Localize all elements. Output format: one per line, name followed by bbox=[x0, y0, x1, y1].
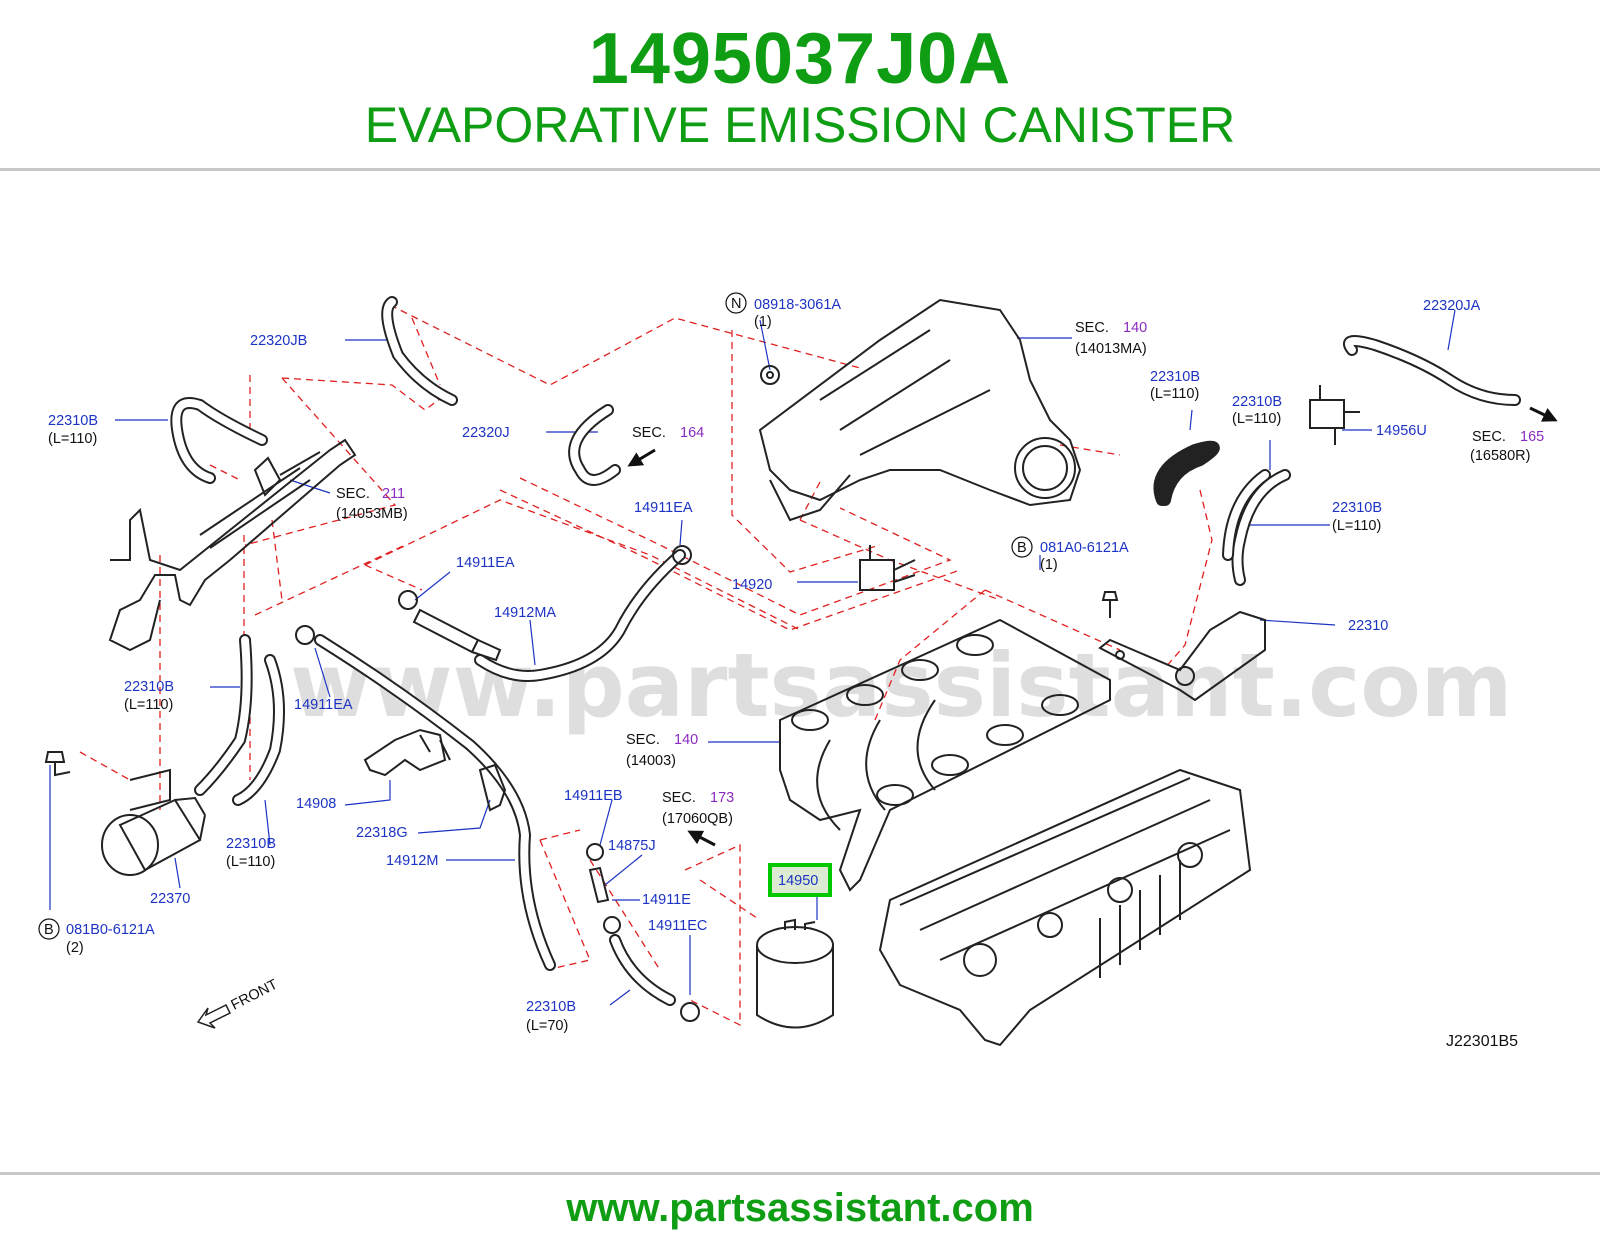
label-sec140a: SEC. bbox=[1075, 320, 1109, 336]
footer-url-link[interactable]: www.partsassistant.com bbox=[566, 1186, 1034, 1230]
label-sec165: SEC. bbox=[1472, 429, 1506, 445]
label-n-prefix: N bbox=[731, 296, 741, 312]
label-22310B-g: 22310B bbox=[526, 999, 576, 1015]
label-22310B-f-len: (L=110) bbox=[226, 854, 275, 870]
filter-22370 bbox=[101, 768, 206, 876]
label-sec140b: SEC. bbox=[626, 732, 660, 748]
label-22310B-b-len: (L=110) bbox=[1150, 386, 1199, 402]
label-sec211-num: 211 bbox=[382, 486, 405, 502]
label-sec140a-num: 140 bbox=[1123, 320, 1147, 336]
label-14911EA-a: 14911EA bbox=[634, 500, 693, 516]
part-number-title: 1495037J0A bbox=[588, 19, 1012, 99]
parts-diagram: www.partsassistant.com bbox=[38, 292, 1558, 1050]
label-sec211: SEC. bbox=[336, 486, 370, 502]
label-22320JA: 22320JA bbox=[1423, 298, 1481, 314]
dashed-guide-lines bbox=[79, 304, 1213, 1027]
nut-08918 bbox=[760, 365, 780, 385]
label-22320JB: 22320JB bbox=[250, 333, 307, 349]
front-label: FRONT bbox=[229, 977, 281, 1014]
label-22310B-b: 22310B bbox=[1150, 369, 1200, 385]
part-name-title: EVAPORATIVE EMISSION CANISTER bbox=[364, 97, 1236, 153]
label-14920: 14920 bbox=[732, 577, 772, 593]
label-sec140a-sub: (14013MA) bbox=[1075, 341, 1147, 357]
label-08918-qty: (1) bbox=[754, 314, 772, 330]
label-14950: 14950 bbox=[778, 873, 818, 889]
label-22310B-g-len: (L=70) bbox=[526, 1018, 568, 1034]
label-22310B-e: 22310B bbox=[124, 679, 174, 695]
label-22318G: 22318G bbox=[356, 825, 408, 841]
label-sec173-sub: (17060QB) bbox=[662, 811, 733, 827]
label-14912M: 14912M bbox=[386, 853, 438, 869]
leader-lines bbox=[49, 309, 1456, 1006]
label-14956U: 14956U bbox=[1376, 423, 1427, 439]
bottom-divider bbox=[0, 1172, 1600, 1175]
n-circle-icon bbox=[725, 292, 747, 314]
b-circle-icon-b bbox=[38, 918, 60, 940]
part-labels: 22320JB 22310B (L=110) 22320J SEC. 164 S… bbox=[38, 292, 1544, 1050]
label-14911EA-b: 14911EA bbox=[456, 555, 515, 571]
pipe-14912MA bbox=[412, 608, 502, 662]
bracket-14908 bbox=[363, 728, 451, 777]
label-22310B-a-len: (L=110) bbox=[48, 431, 97, 447]
label-14875J: 14875J bbox=[608, 838, 656, 854]
label-sec140b-sub: (14003) bbox=[626, 753, 676, 769]
label-b-prefix-b: B bbox=[44, 922, 54, 938]
label-sec164-num: 164 bbox=[680, 425, 704, 441]
label-sec173: SEC. bbox=[662, 790, 696, 806]
label-081B0: 081B0-6121A bbox=[66, 922, 155, 938]
vent-pipe-assembly bbox=[108, 438, 357, 652]
label-081A0: 081A0-6121A bbox=[1040, 540, 1129, 556]
valve-14920 bbox=[859, 545, 916, 591]
label-14911EB: 14911EB bbox=[564, 788, 623, 804]
label-081A0-qty: (1) bbox=[1040, 557, 1058, 573]
bolt-081B0 bbox=[44, 751, 71, 777]
label-sec211-sub: (14053MB) bbox=[336, 506, 408, 522]
label-22310B-c-len: (L=110) bbox=[1232, 411, 1281, 427]
label-sec165-sub: (16580R) bbox=[1470, 448, 1530, 464]
label-sec165-num: 165 bbox=[1520, 429, 1544, 445]
label-sec140b-num: 140 bbox=[674, 732, 698, 748]
section-arrows bbox=[627, 406, 1558, 847]
label-14911E: 14911E bbox=[642, 892, 691, 908]
label-14908: 14908 bbox=[296, 796, 336, 812]
label-08918: 08918-3061A bbox=[754, 297, 841, 313]
label-22310B-d-len: (L=110) bbox=[1332, 518, 1381, 534]
valve-14956U bbox=[1309, 385, 1360, 445]
label-22310B-c: 22310B bbox=[1232, 394, 1282, 410]
bracket-22310 bbox=[1098, 610, 1266, 702]
diagram-code: J22301B5 bbox=[1446, 1033, 1518, 1050]
hoses bbox=[170, 296, 1521, 1006]
label-22310: 22310 bbox=[1348, 618, 1388, 634]
label-14911EC: 14911EC bbox=[648, 918, 707, 934]
label-sec164: SEC. bbox=[632, 425, 666, 441]
front-indicator: FRONT bbox=[196, 977, 281, 1029]
label-14912MA: 14912MA bbox=[494, 605, 556, 621]
label-sec173-num: 173 bbox=[710, 790, 734, 806]
b-circle-icon-a bbox=[1011, 536, 1033, 558]
hose-clamps bbox=[295, 545, 700, 1022]
bolt-081A0 bbox=[1101, 591, 1119, 618]
label-22310B-d: 22310B bbox=[1332, 500, 1382, 516]
label-22310B-a: 22310B bbox=[48, 413, 98, 429]
label-22310B-e-len: (L=110) bbox=[124, 697, 173, 713]
label-22320J: 22320J bbox=[462, 425, 510, 441]
intake-manifold-upper bbox=[758, 298, 1082, 522]
label-b-prefix-a: B bbox=[1017, 540, 1027, 556]
highlight-box-14950[interactable] bbox=[768, 863, 832, 897]
label-14911EA-c: 14911EA bbox=[294, 697, 353, 713]
check-valve-14875J bbox=[588, 866, 610, 904]
label-22310B-f: 22310B bbox=[226, 836, 276, 852]
top-divider bbox=[0, 168, 1600, 171]
canister-14950 bbox=[756, 918, 834, 1029]
label-22370: 22370 bbox=[150, 891, 190, 907]
cylinder-head bbox=[878, 768, 1252, 1047]
watermark: www.partsassistant.com bbox=[290, 634, 1513, 737]
intake-manifold-lower bbox=[779, 618, 1111, 892]
clip-22318G bbox=[478, 763, 507, 812]
label-081B0-qty: (2) bbox=[66, 940, 84, 956]
